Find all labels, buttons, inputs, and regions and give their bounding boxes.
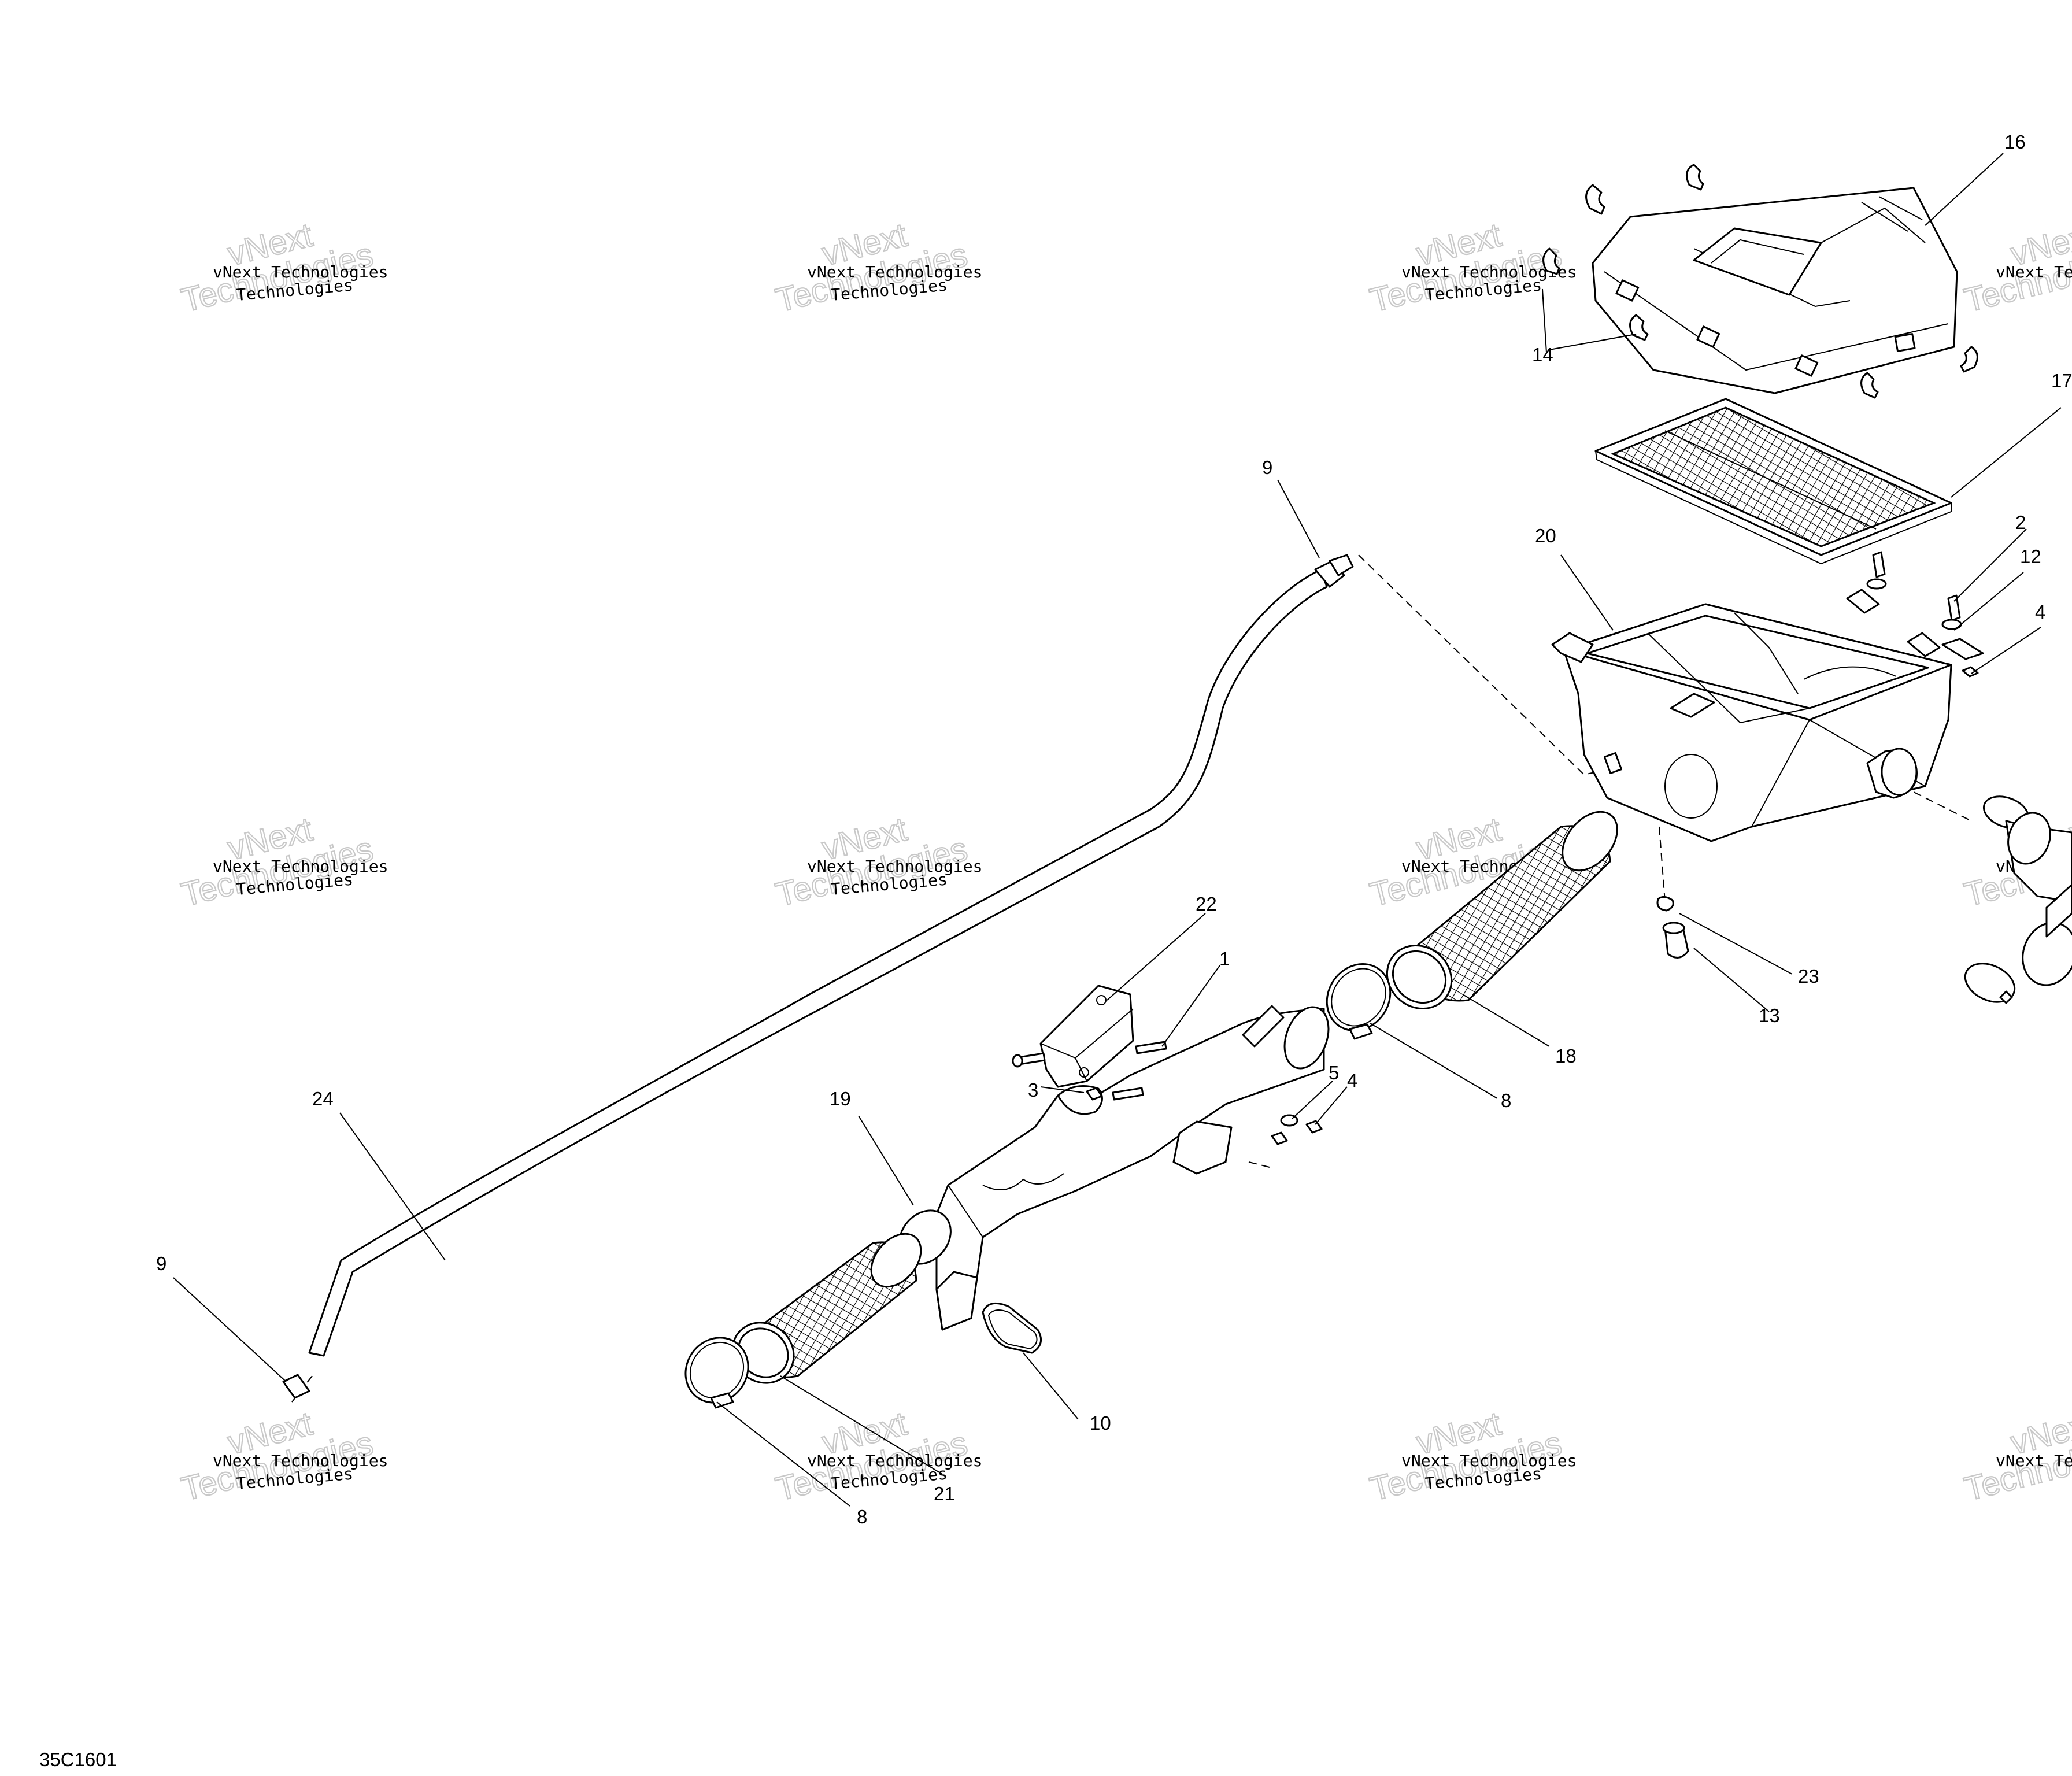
callout-1: 1 [1219, 948, 1230, 970]
callout-10: 10 [1090, 1412, 1111, 1434]
hose-clamp-upper [1326, 963, 1392, 1040]
watermark: vNext Technologies vNext Technologies [1960, 216, 2072, 320]
callout-3: 3 [1028, 1079, 1038, 1101]
callout-13: 13 [1759, 1005, 1780, 1026]
bracket-hardware [1012, 1041, 1323, 1145]
callout-14: 14 [1532, 344, 1553, 365]
watermark-small-text: vNext Technologies [807, 1451, 982, 1470]
watermark-grid: vNext Technologies vNext Technologies Te… [177, 216, 2072, 1509]
watermark: vNext Technologies vNext Technologies Te… [177, 1404, 388, 1509]
drawing-code: 35C1601 [39, 1749, 117, 1770]
watermark-small-text: vNext Technologies [213, 262, 388, 282]
watermark-small-text: vNext Technologies [807, 262, 982, 282]
watermark: vNext Technologies vNext Technologies Te… [177, 216, 388, 320]
callout-19: 19 [830, 1088, 851, 1109]
callout-2: 2 [2015, 512, 2026, 533]
hose-clip-bottom [282, 1374, 310, 1399]
flex-duct-lower [731, 1233, 922, 1384]
callout-labels: 16 17 14 9 20 2 12 4 22 1 23 13 18 3 5 4… [156, 131, 2072, 1527]
watermark-small-text: vNext Technologies [807, 857, 982, 876]
drain-valve [1656, 896, 1689, 959]
callout-9-lower: 9 [156, 1253, 166, 1274]
callout-5: 5 [1329, 1062, 1339, 1083]
hose-clamp-lower [684, 1337, 749, 1409]
watermark: vNext Technologies vNext Technologies Te… [771, 810, 982, 915]
callout-8-lower: 8 [857, 1506, 867, 1527]
flex-duct-upper [1386, 811, 1618, 1010]
watermark-small-text: vNext Technologies [213, 857, 388, 876]
callout-21: 21 [934, 1483, 955, 1504]
airbox-body [1551, 589, 1952, 842]
mounting-bracket [1039, 985, 1134, 1088]
watermark-small-text: vNext Technologies [1401, 1451, 1577, 1470]
watermark: vNext Technologies vNext Technologies Te… [1366, 1404, 1577, 1509]
callout-8-upper: 8 [1501, 1090, 1511, 1111]
watermark: vNext Technologies vNext Technologies [1960, 1404, 2072, 1509]
callout-18: 18 [1555, 1045, 1577, 1067]
leader-lines [173, 153, 2062, 1507]
callout-17: 17 [2051, 370, 2072, 391]
watermark-small-text: vNext Technologies [1996, 1451, 2072, 1470]
watermark-small-text: vNext Technologies [1996, 262, 2072, 282]
callout-23: 23 [1798, 965, 1819, 987]
gasket-ring [982, 1302, 1042, 1354]
watermark: vNext Technologies vNext Technologies Te… [771, 216, 982, 320]
airbox-cover [1592, 187, 1958, 394]
callout-9-upper: 9 [1262, 457, 1272, 478]
right-edge-hose-and-clamps [1964, 796, 2072, 1004]
watermark: vNext Technologies vNext Technologies Te… [177, 810, 388, 915]
air-filter [1594, 398, 1952, 565]
callout-20: 20 [1535, 525, 1556, 546]
long-vent-hose [308, 554, 1354, 1357]
watermark-small-text: vNext Technologies [213, 1451, 388, 1470]
intake-tube [898, 1005, 1330, 1331]
callout-12: 12 [2020, 546, 2041, 567]
airbox-hardware [1866, 551, 1984, 678]
callout-4-lower: 4 [1347, 1070, 1357, 1091]
callout-22: 22 [1196, 893, 1217, 915]
callout-24: 24 [312, 1088, 334, 1109]
callout-16: 16 [2004, 131, 2026, 153]
cover-clips [1542, 164, 1978, 399]
callout-4-upper: 4 [2035, 601, 2045, 623]
